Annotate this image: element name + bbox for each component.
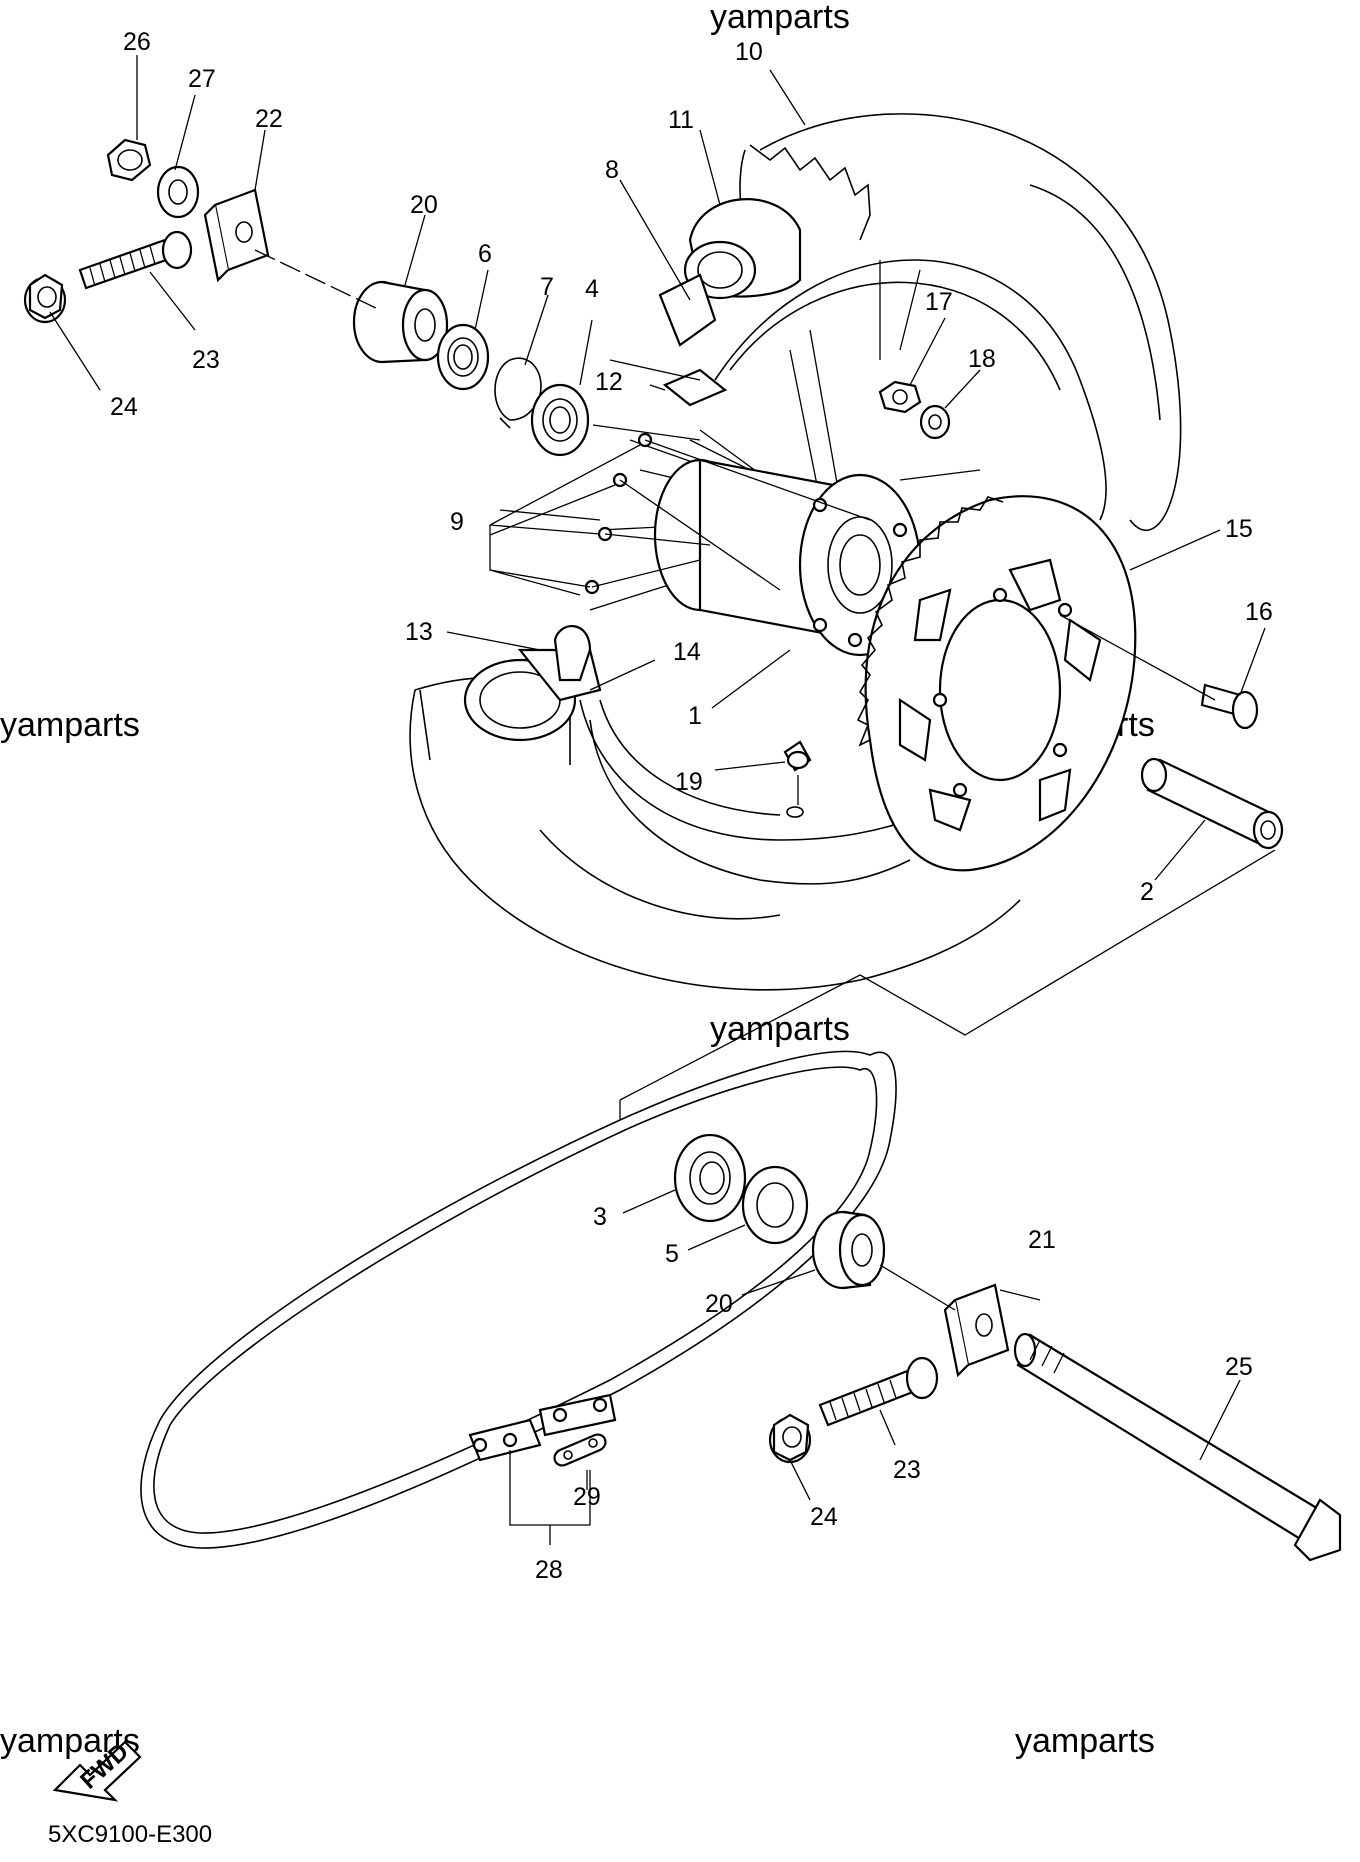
bearing-4 <box>530 383 590 457</box>
bolt-23-bottom <box>818 1356 939 1427</box>
callout-10: 10 <box>735 38 763 66</box>
callout-18: 18 <box>968 345 996 373</box>
washer-27 <box>156 165 200 219</box>
watermark-top: yamparts <box>710 0 850 36</box>
callout-29: 29 <box>573 1483 601 1511</box>
leader-lines <box>49 55 1266 1501</box>
drive-chain <box>140 1050 897 1549</box>
callout-28: 28 <box>535 1556 563 1584</box>
callout-27: 27 <box>188 65 216 93</box>
callout-26: 26 <box>123 28 151 56</box>
callout-7: 7 <box>540 273 554 301</box>
callout-3: 3 <box>593 1203 607 1231</box>
nut-24-bottom <box>768 1413 812 1464</box>
callout-5: 5 <box>665 1240 679 1268</box>
sprocket <box>856 495 1137 872</box>
callout-16: 16 <box>1245 598 1273 626</box>
collar-2 <box>1140 757 1284 850</box>
inner-tube <box>683 198 802 300</box>
spoke-screws-9 <box>584 432 653 595</box>
callout-11: 11 <box>668 106 694 134</box>
watermark-bottom-right: yamparts <box>1015 1722 1155 1760</box>
callout-1: 1 <box>688 702 702 730</box>
circlip-7 <box>494 357 542 429</box>
callout-2: 2 <box>1140 878 1154 906</box>
callout-15: 15 <box>1225 515 1253 543</box>
callout-23-bottom: 23 <box>893 1456 921 1484</box>
bearing-6 <box>436 323 490 391</box>
callout-20-top: 20 <box>410 191 438 219</box>
callout-20-bottom: 20 <box>705 1290 733 1318</box>
spoke-nipple-19 <box>783 740 812 818</box>
callout-24-top: 24 <box>110 393 138 421</box>
callout-21: 21 <box>1028 1226 1056 1254</box>
callouts: 26 27 22 20 6 7 4 23 24 10 11 8 12 17 18… <box>110 28 1273 1584</box>
callout-19: 19 <box>675 768 703 796</box>
bearing-3 <box>673 1133 747 1223</box>
rim <box>579 259 1107 841</box>
callout-12: 12 <box>595 368 623 396</box>
adjuster-22 <box>203 188 270 283</box>
diagram-code: 5XC9100-E300 <box>48 1821 212 1848</box>
nut-26 <box>106 138 152 182</box>
callout-8: 8 <box>605 156 619 184</box>
callout-14: 14 <box>673 638 701 666</box>
collar-20-bottom <box>811 1210 886 1290</box>
chain-joint-28 <box>468 1393 617 1462</box>
callout-9: 9 <box>450 508 464 536</box>
oil-seal-5 <box>741 1165 809 1245</box>
washer-18 <box>919 404 951 440</box>
master-link-29 <box>553 1433 607 1467</box>
callout-25: 25 <box>1225 1353 1253 1381</box>
callout-24-bottom: 24 <box>810 1503 838 1531</box>
adjuster-21 <box>943 1283 1010 1378</box>
nut-17 <box>878 380 922 414</box>
callout-23-top: 23 <box>192 346 220 374</box>
bolt-23-left <box>78 230 193 290</box>
bolt-16 <box>1200 683 1259 730</box>
callout-6: 6 <box>478 240 492 268</box>
nut-24-left <box>23 273 67 324</box>
collar-20-left <box>352 280 449 364</box>
axle-25 <box>1013 1332 1342 1562</box>
callout-4: 4 <box>585 275 599 303</box>
callout-17: 17 <box>925 288 953 316</box>
rim-band <box>658 273 728 407</box>
disc-guard <box>463 624 602 742</box>
callout-13: 13 <box>405 618 433 646</box>
watermark-left: yamparts <box>0 706 140 744</box>
callout-22: 22 <box>255 105 283 133</box>
